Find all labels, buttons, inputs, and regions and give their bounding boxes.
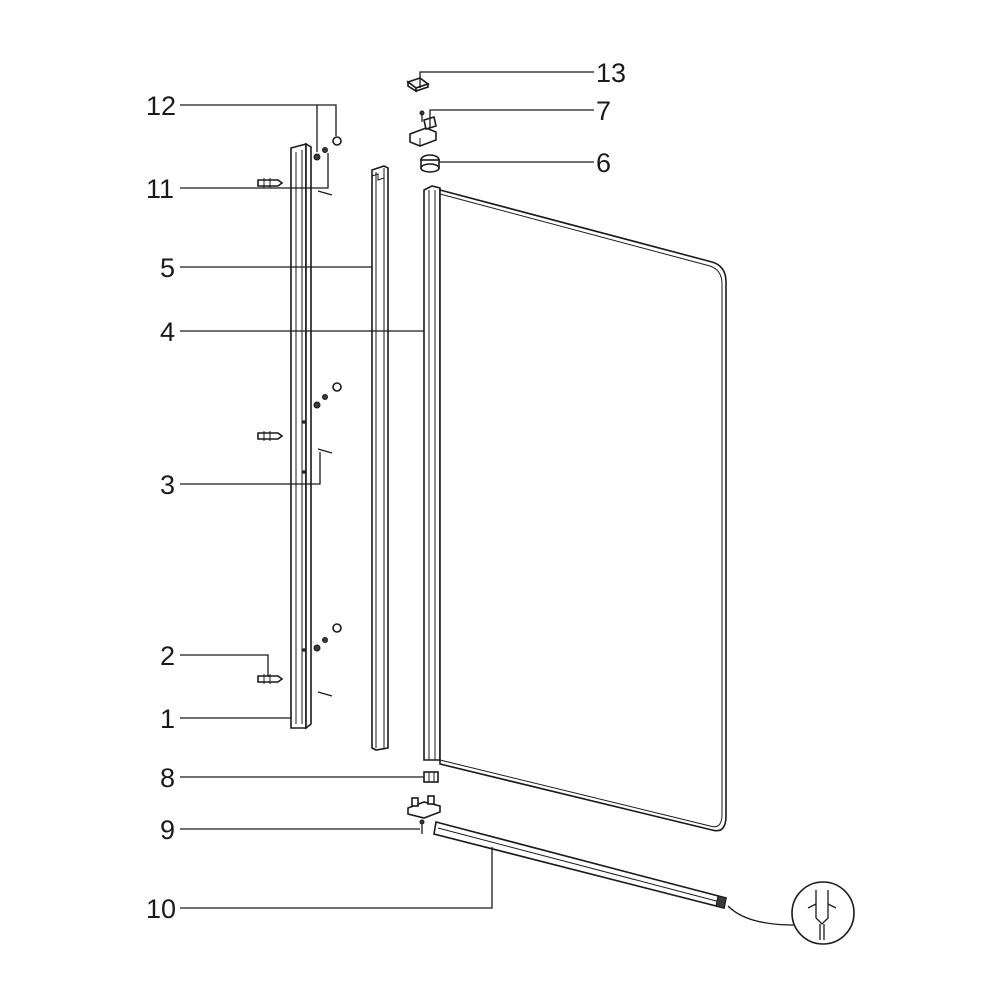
screws-part <box>317 190 333 697</box>
screw-short-bottom <box>419 819 425 834</box>
inner-profile-part <box>371 165 389 751</box>
wall-profile-part <box>290 142 312 730</box>
glass-profile-part <box>423 185 441 761</box>
top-bracket-part <box>409 110 437 147</box>
glass-panel <box>439 188 727 832</box>
callout-11: 11 <box>146 174 174 204</box>
callout-12: 12 <box>146 91 176 121</box>
callout-5: 5 <box>160 253 175 283</box>
seal-detail-inset <box>727 881 855 945</box>
callout-7: 7 <box>596 96 611 126</box>
callout-8: 8 <box>160 763 175 793</box>
callout-labels: 12 11 5 4 3 2 1 8 9 10 13 7 6 <box>146 58 626 924</box>
callout-1: 1 <box>160 704 175 734</box>
top-cap-part <box>406 77 430 93</box>
callout-2: 2 <box>160 641 175 671</box>
caps-washers-part <box>313 136 342 652</box>
callout-13: 13 <box>596 58 626 88</box>
bottom-seal-part <box>433 821 727 909</box>
leader-lines <box>180 71 594 909</box>
bottom-guide-part <box>423 771 439 783</box>
callout-6: 6 <box>596 148 611 178</box>
callout-9: 9 <box>160 815 175 845</box>
callout-4: 4 <box>160 317 175 347</box>
wall-plugs-part <box>257 178 284 684</box>
top-guide-part <box>420 154 440 173</box>
bottom-bracket-part <box>407 795 441 819</box>
callout-3: 3 <box>160 470 175 500</box>
callout-10: 10 <box>146 894 176 924</box>
